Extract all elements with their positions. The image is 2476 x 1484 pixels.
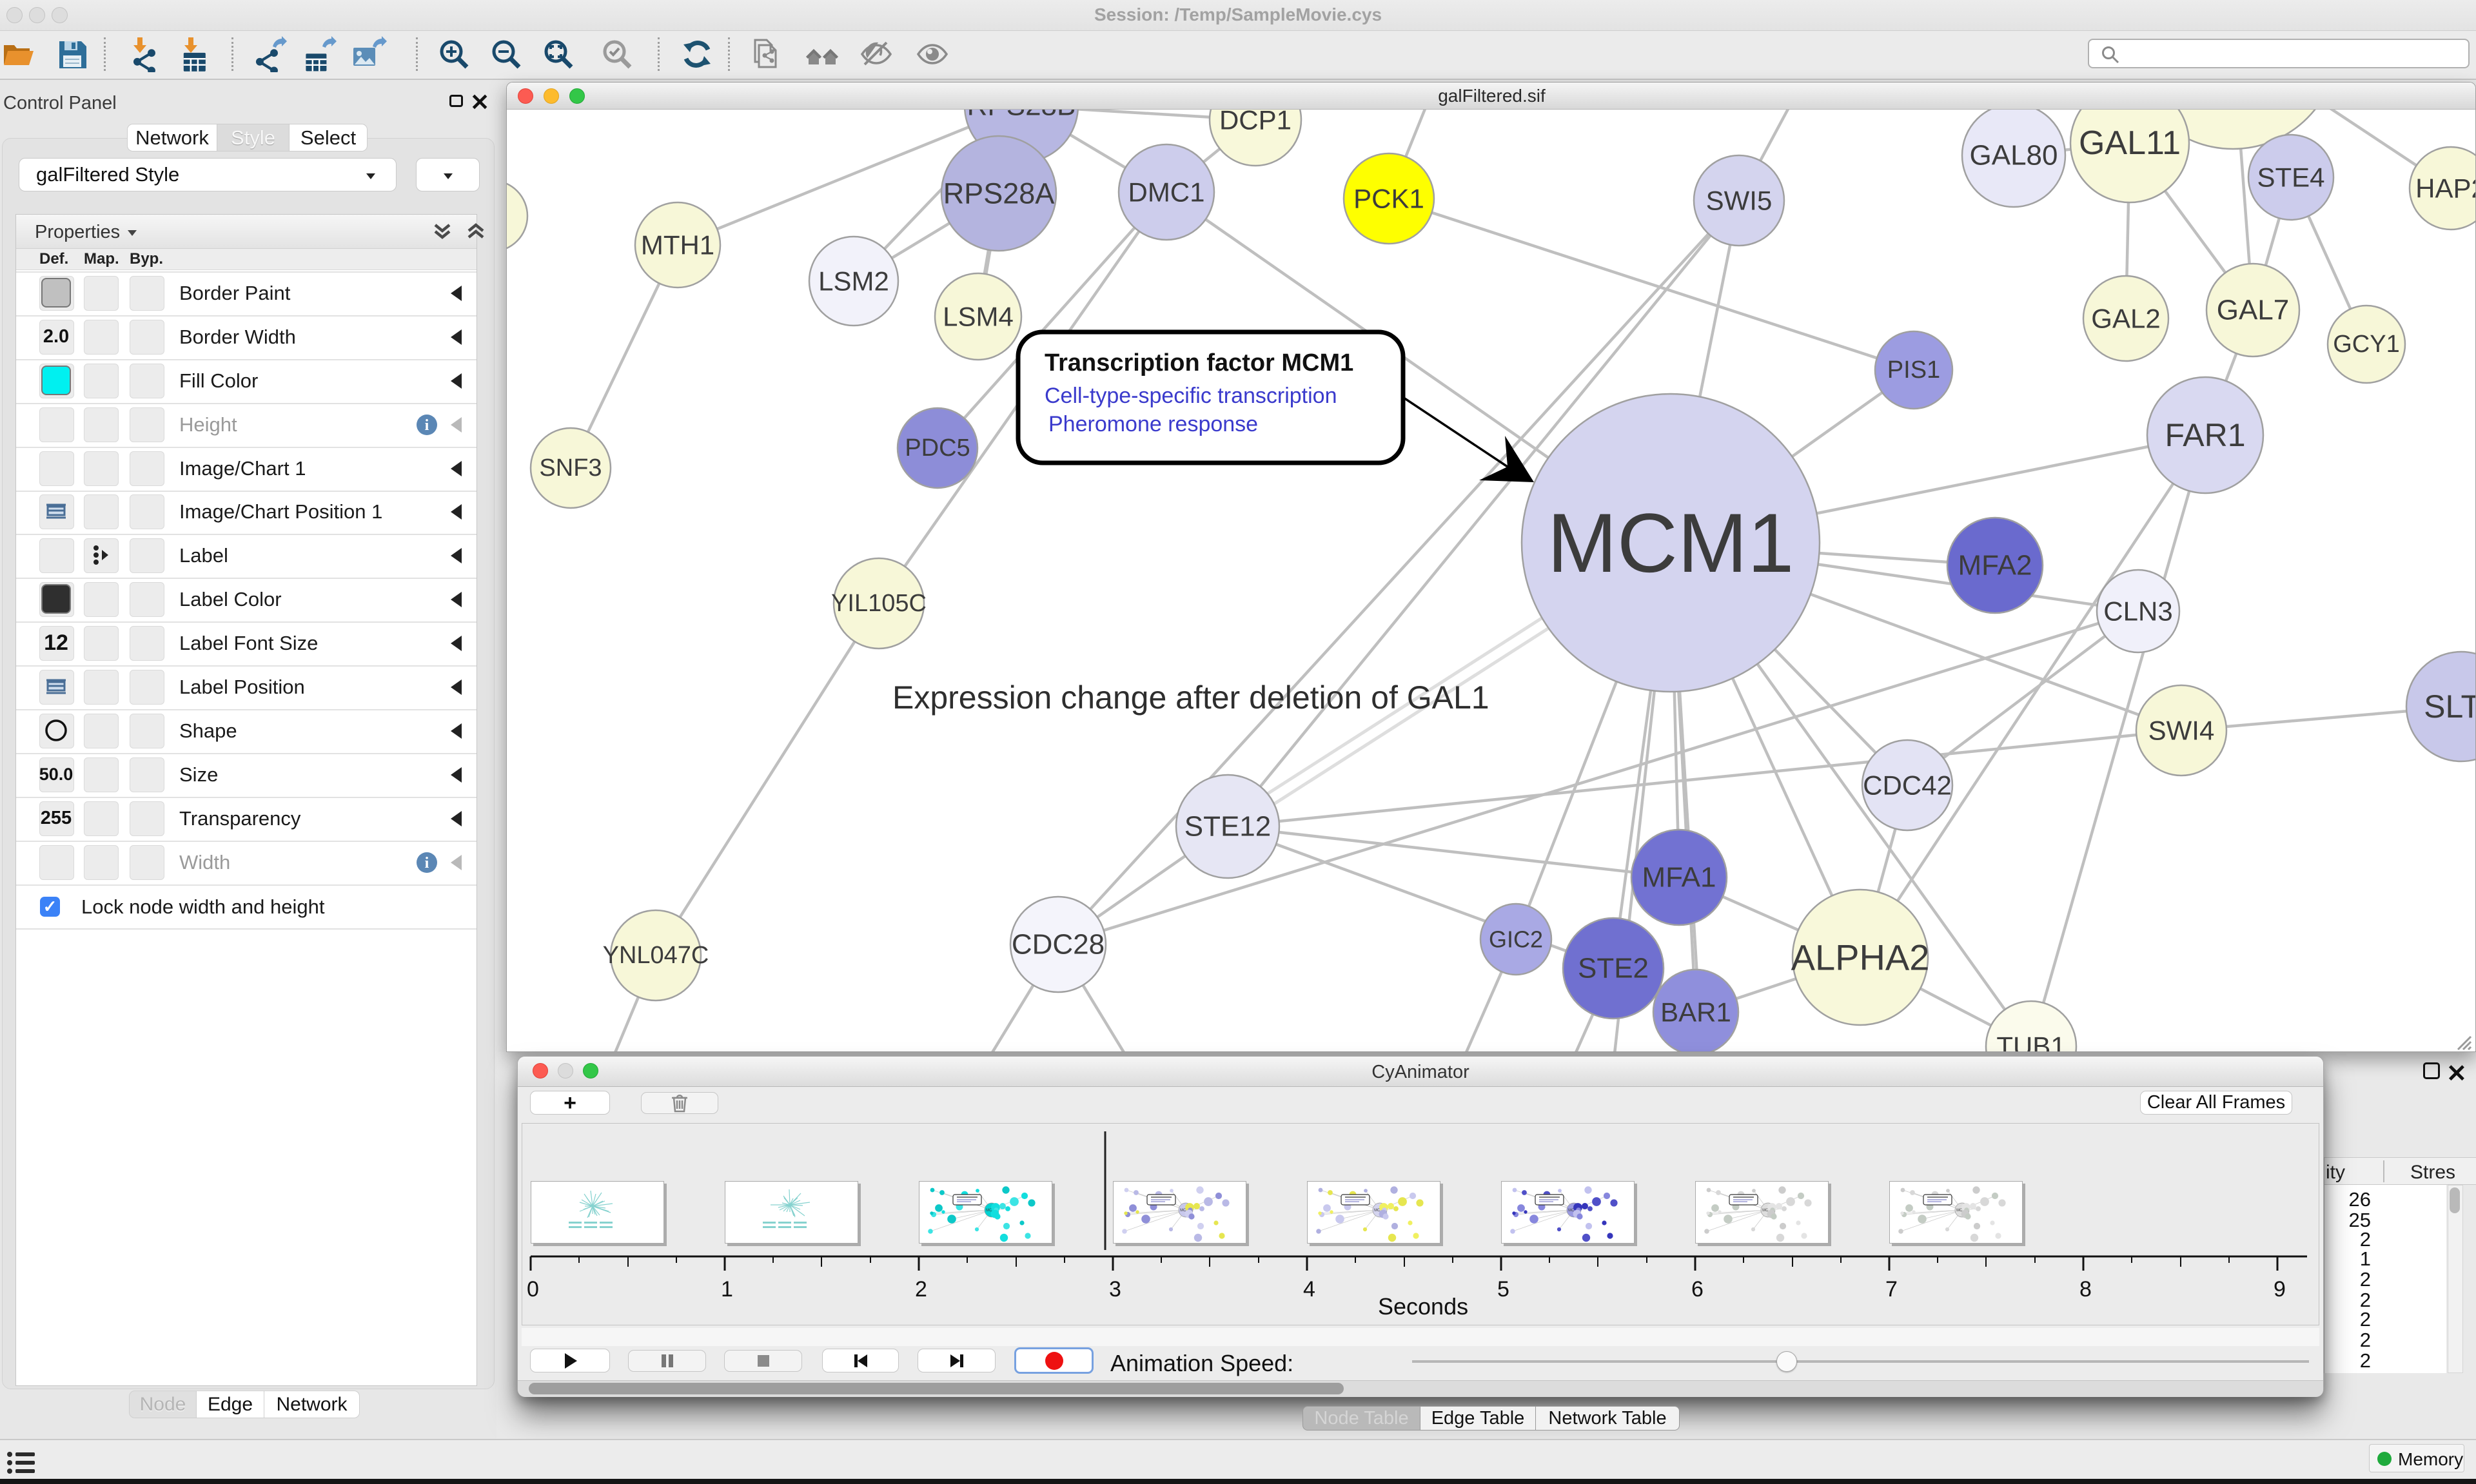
- svg-text:GCY1: GCY1: [2333, 331, 2399, 358]
- svg-text:Pheromone response: Pheromone response: [1048, 412, 1258, 436]
- svg-text:1: 1: [721, 1277, 733, 1302]
- svg-text:9: 9: [2274, 1277, 2286, 1302]
- svg-text:LSM4: LSM4: [943, 302, 1014, 332]
- svg-text:6: 6: [1691, 1277, 1704, 1302]
- svg-text:GAL80: GAL80: [1970, 140, 2058, 171]
- svg-text:MCM1: MCM1: [1180, 1209, 1192, 1213]
- svg-text:MCM1: MCM1: [1956, 1209, 1968, 1213]
- svg-text:RPS28A: RPS28A: [943, 177, 1055, 210]
- svg-text:i: i: [425, 855, 429, 872]
- svg-text:8: 8: [2079, 1277, 2092, 1302]
- svg-text:MFA2: MFA2: [1958, 550, 2032, 581]
- svg-text:Expression change after deleti: Expression change after deletion of GAL1: [892, 679, 1489, 716]
- svg-text:3: 3: [1109, 1277, 1121, 1302]
- svg-text:7: 7: [1885, 1277, 1898, 1302]
- svg-text:GAL2: GAL2: [2091, 304, 2160, 334]
- svg-text:GAL11: GAL11: [2079, 124, 2181, 162]
- svg-text:TUB1: TUB1: [1996, 1031, 2065, 1053]
- svg-text:ALPHA2: ALPHA2: [1791, 937, 1930, 978]
- svg-text:MCM1: MCM1: [1762, 1209, 1774, 1213]
- svg-text:YNL047C: YNL047C: [603, 942, 709, 969]
- svg-text:SWI5: SWI5: [1706, 186, 1773, 216]
- svg-text:CDC28: CDC28: [1012, 929, 1105, 961]
- svg-text:DMC1: DMC1: [1128, 177, 1204, 208]
- svg-text:Transcription factor MCM1: Transcription factor MCM1: [1045, 349, 1353, 376]
- svg-text:STE2: STE2: [1578, 953, 1649, 984]
- svg-text:BAR1: BAR1: [1660, 997, 1731, 1028]
- svg-text:CLN3: CLN3: [2103, 596, 2172, 627]
- svg-text:DCP1: DCP1: [1219, 110, 1292, 135]
- svg-text:0: 0: [527, 1277, 539, 1302]
- svg-text:MFA1: MFA1: [1642, 862, 1716, 893]
- svg-text:2: 2: [915, 1277, 927, 1302]
- svg-text:i: i: [425, 417, 429, 434]
- svg-text:Cell-type-specific transcripti: Cell-type-specific transcription: [1045, 384, 1337, 408]
- svg-text:FAR1: FAR1: [2165, 417, 2245, 453]
- svg-text:MCM1: MCM1: [1548, 496, 1794, 590]
- svg-text:CDC42: CDC42: [1863, 770, 1952, 801]
- svg-text:SWI4: SWI4: [2148, 716, 2215, 746]
- svg-text:PCK1: PCK1: [1353, 184, 1424, 214]
- svg-text:SLT2: SLT2: [2424, 688, 2476, 725]
- svg-text:5: 5: [1497, 1277, 1509, 1302]
- svg-text:MCM1: MCM1: [986, 1209, 997, 1213]
- svg-text:GIC2: GIC2: [1489, 926, 1543, 953]
- svg-text:LSM2: LSM2: [818, 266, 889, 297]
- svg-text:Seconds: Seconds: [1378, 1293, 1468, 1320]
- svg-text:PDC5: PDC5: [905, 434, 970, 462]
- svg-text:MTH1: MTH1: [641, 230, 714, 260]
- svg-text:YIL105C: YIL105C: [831, 590, 927, 617]
- svg-text:GAL7: GAL7: [2217, 295, 2290, 326]
- svg-text:STE4: STE4: [2257, 162, 2324, 193]
- svg-text:STE12: STE12: [1184, 811, 1272, 843]
- svg-text:SNF3: SNF3: [539, 454, 602, 482]
- svg-text:PIS1: PIS1: [1887, 356, 1940, 384]
- svg-text:MCM1: MCM1: [1374, 1209, 1386, 1213]
- svg-text:HAP2: HAP2: [2415, 173, 2476, 204]
- svg-text:4: 4: [1303, 1277, 1315, 1302]
- svg-text:MCM1: MCM1: [1568, 1209, 1580, 1213]
- svg-text:RPS28B: RPS28B: [967, 110, 1076, 122]
